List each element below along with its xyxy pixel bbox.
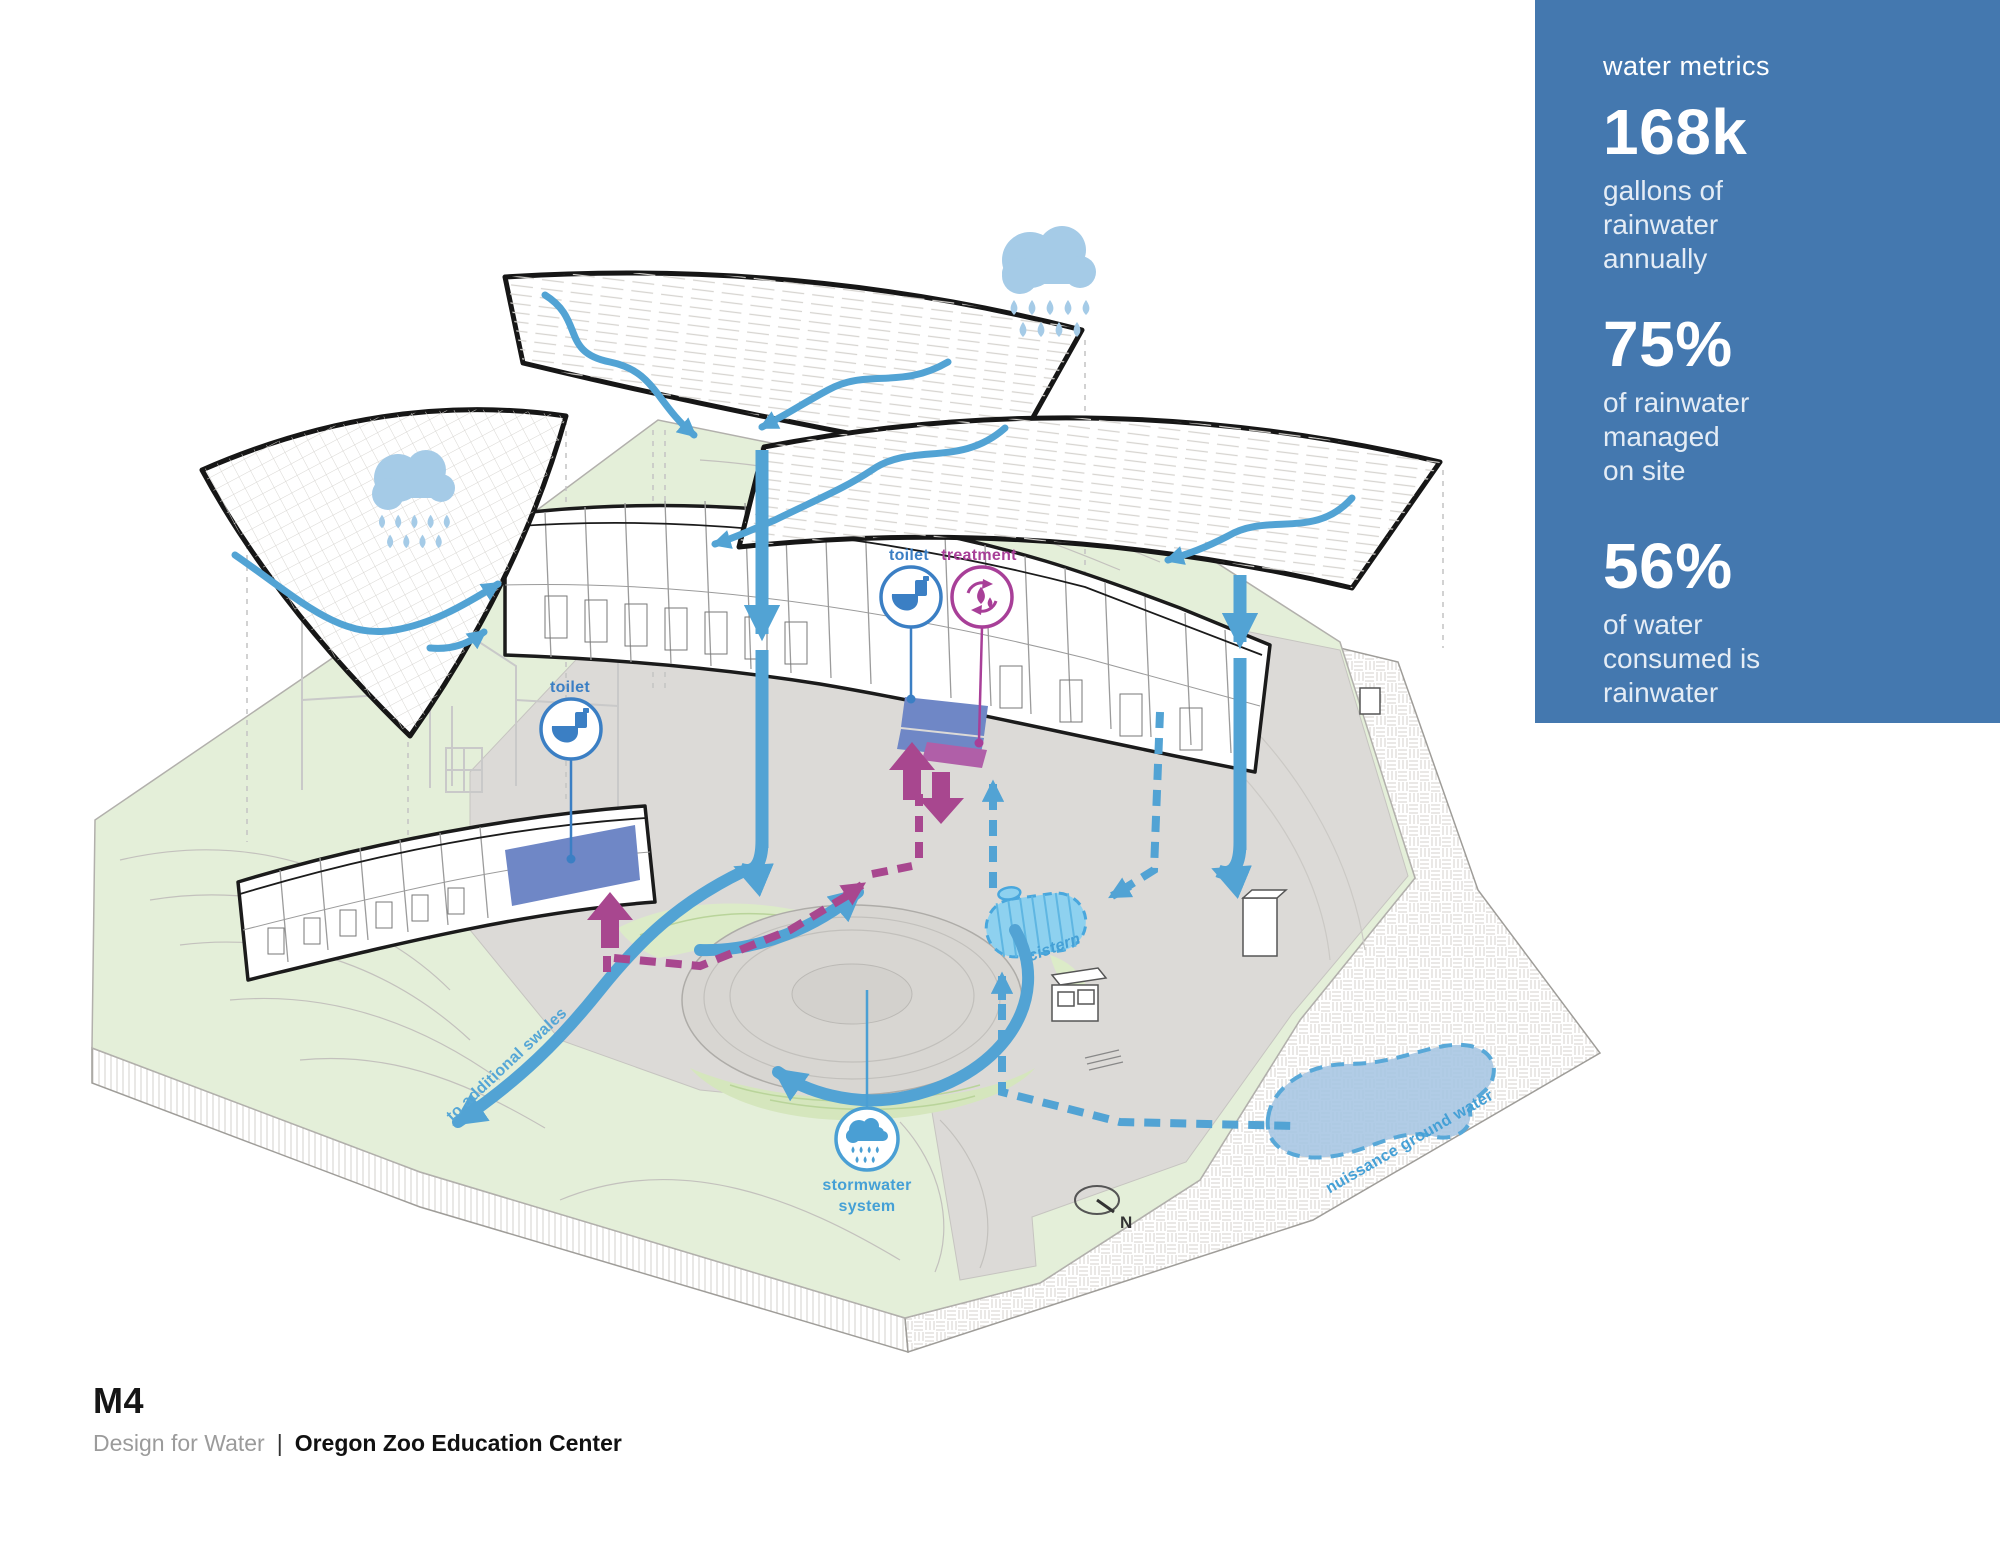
magenta-down-arrow-center	[918, 772, 964, 824]
toilet-callout-upper: toilet	[879, 547, 943, 704]
toilet-callout-left: toilet	[539, 679, 603, 864]
metric-value-managed: 75%	[1603, 308, 1733, 380]
roof-panel-right	[711, 415, 1443, 591]
roof-panel-left	[199, 407, 569, 739]
small-site-structures	[1050, 687, 1381, 1071]
stormwater-cloud-icon	[846, 1118, 888, 1164]
building-left-wing	[236, 804, 657, 982]
sheet-footer: M4 Design for Water | Oregon Zoo Education…	[93, 1380, 622, 1457]
toilet-icon	[551, 708, 589, 743]
rainwater-dashed-path	[981, 711, 1296, 1130]
treatment-label: treatment	[941, 547, 1017, 564]
sheet-code: M4	[93, 1380, 145, 1421]
treated-water-path	[587, 742, 964, 972]
building-education-center	[503, 500, 1272, 774]
metric-desc-rainwater: gallons of rainwater annually	[1603, 175, 1723, 274]
toilet-upper-label: toilet	[889, 547, 929, 564]
metric-desc-consumed: of water consumed is rainwater	[1603, 609, 1761, 708]
metric-value-rainwater: 168k	[1603, 96, 1748, 168]
stormwater-system-callout: stormwater system	[822, 990, 911, 1215]
cistern-tank: cistern	[984, 886, 1088, 965]
toilet-icon	[891, 576, 929, 611]
rain-cloud-icon-top	[1002, 226, 1096, 337]
north-arrow-icon: N	[1074, 1185, 1132, 1232]
roof-panel-center	[502, 270, 1085, 465]
sheet-subtitle-right: Oregon Zoo Education Center	[294, 1430, 622, 1456]
north-label: N	[1120, 1213, 1132, 1232]
rain-cloud-icon-left	[372, 450, 455, 549]
treatment-callout: treatment	[941, 547, 1017, 748]
sheet-subtitle-separator: |	[276, 1430, 283, 1456]
toilet-left-label: toilet	[550, 679, 590, 696]
metric-value-consumed: 56%	[1603, 530, 1733, 602]
magenta-up-arrow-center	[889, 742, 935, 800]
sheet-subtitle-left: Design for Water	[93, 1430, 265, 1456]
stormwater-label-line2: system	[839, 1198, 896, 1215]
treatment-recycle-icon	[966, 579, 998, 615]
stormwater-label-line1: stormwater	[822, 1177, 911, 1194]
treatment-room-highlight	[922, 742, 987, 768]
water-metrics-panel: water metrics 168k gallons of rainwater …	[1535, 0, 2000, 723]
metric-desc-managed: of rainwater managed on site	[1603, 387, 1750, 486]
toilet-rooms-highlight-left	[505, 825, 640, 906]
magenta-up-arrow-left	[587, 892, 633, 948]
metrics-panel-title: water metrics	[1603, 51, 1771, 81]
rain-downpipes	[733, 450, 1259, 899]
